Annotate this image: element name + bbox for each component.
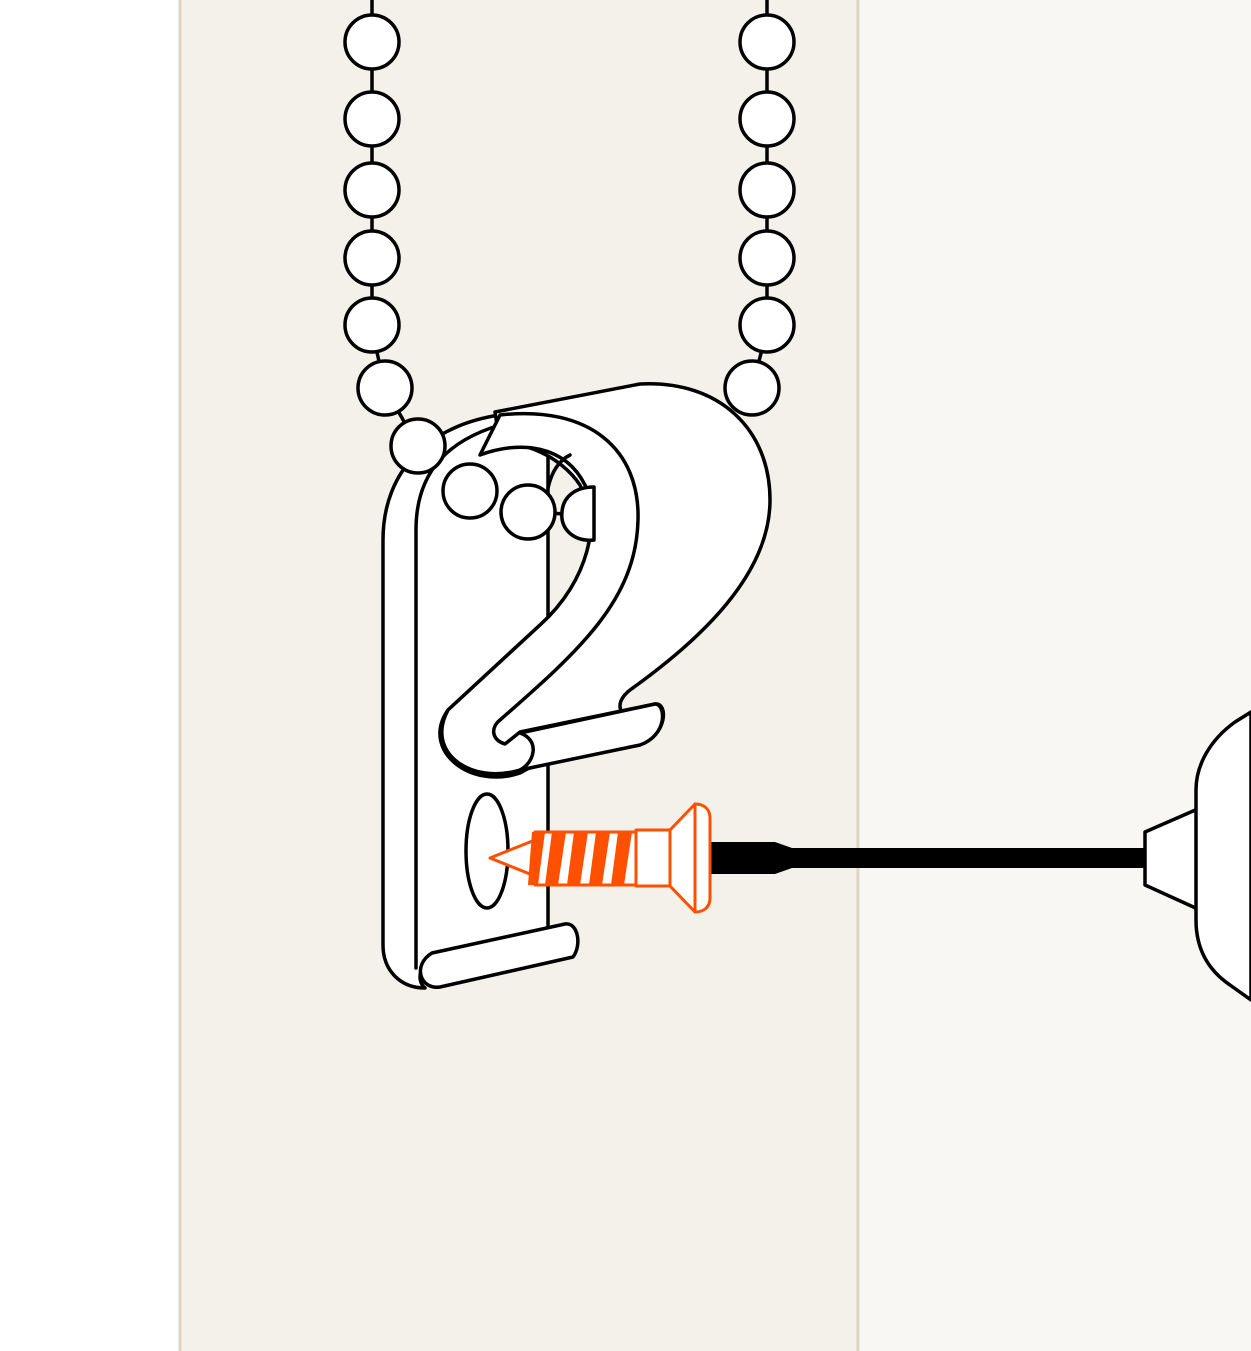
hook-screw-hole: [464, 792, 510, 910]
chain-ball: [723, 359, 781, 417]
chain-ball: [356, 359, 414, 417]
chain-ball: [499, 483, 557, 541]
chain-ball: [343, 161, 401, 219]
screw-threads: [528, 832, 632, 885]
screwdriver-body: [1194, 710, 1251, 1002]
hook-curl-inner-line: [546, 453, 572, 490]
chain-ball: [343, 13, 401, 71]
hook-lip-rod: [518, 702, 665, 772]
chain-ball: [738, 229, 796, 287]
chain-ball: [343, 296, 401, 354]
chain-ball: [441, 462, 499, 520]
hook-bottom-rod: [418, 922, 580, 989]
screw-shank: [634, 828, 672, 888]
chain-ball: [738, 161, 796, 219]
chain-ball: [738, 90, 796, 148]
screwdriver-icon: [710, 710, 1251, 1002]
chain-ball: [738, 13, 796, 71]
wall-panel: [860, 0, 1251, 1351]
screw-icon: [488, 802, 712, 914]
chain-ball-partial-cover: [560, 485, 596, 542]
chain-balls-right: [723, 13, 796, 417]
screwdriver-bit-tip: [710, 842, 1148, 874]
chain-ball: [343, 229, 401, 287]
chain-ball: [389, 417, 447, 475]
screw-head-cap: [693, 802, 712, 914]
chain-ball: [343, 90, 401, 148]
chain-ball: [738, 296, 796, 354]
chain-balls-left: [343, 13, 557, 541]
